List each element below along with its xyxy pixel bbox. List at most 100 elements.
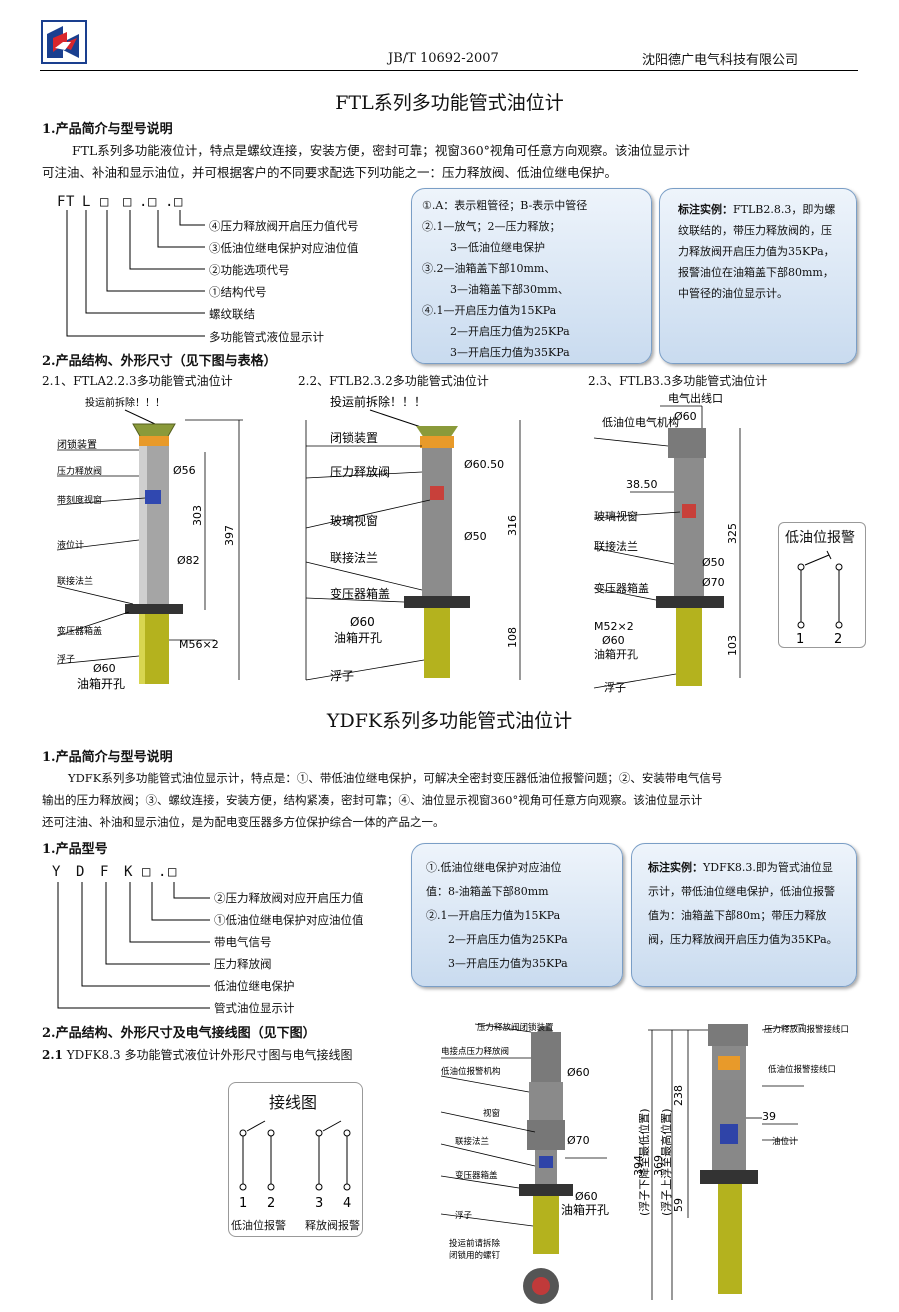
ydfk-sub1: 2.1 YDFK8.3 多功能管式液位计外形尺寸图与电气接线图: [42, 1048, 353, 1062]
ftl-code-2: T: [66, 194, 75, 210]
ftl-legend-3: ③低油位继电保护对应油位值: [209, 241, 359, 255]
ftl-legend-1: ①结构代号: [209, 285, 267, 299]
low-oil-alarm-diagram: 低油位报警 1 2: [778, 522, 866, 648]
svg-text:低油位报警机构: 低油位报警机构: [441, 1066, 501, 1077]
header-rule: [40, 70, 858, 71]
ftl-section2: 2.产品结构、外形尺寸（见下图与表格）: [42, 354, 277, 369]
ftl-title: FTL系列多功能管式油位计: [335, 92, 564, 114]
svg-text:油箱开孔: 油箱开孔: [594, 647, 638, 661]
svg-text:Ø50: Ø50: [464, 530, 487, 543]
svg-text:303: 303: [191, 505, 204, 526]
ftl-example-box: 标注实例：FTLB2.8.3，即为螺纹联结的，带压力释放阀的，压力释放阀开启压力…: [659, 188, 857, 364]
ydfk-intro-2: 输出的压力释放阀；③、螺纹连接，安装方便，结构紧凑，密封可靠；④、油位显示视窗3…: [42, 793, 703, 807]
wiring-left-label: 低油位报警: [231, 1219, 286, 1232]
svg-text:Ø56: Ø56: [173, 464, 196, 477]
wiring-right-label: 释放阀报警: [305, 1219, 360, 1232]
ftl-intro-1: FTL系列多功能液位计，特点是螺纹连接，安装方便，密封可靠；视窗360°视角可任…: [72, 143, 690, 158]
svg-text:油箱开孔: 油箱开孔: [334, 630, 382, 645]
svg-text:2: 2: [834, 632, 842, 647]
ydfk-title: YDFK系列多功能管式油位计: [326, 710, 573, 732]
svg-text:闭锁用的螺钉: 闭锁用的螺钉: [449, 1250, 501, 1261]
svg-text:变压器箱盖: 变压器箱盖: [455, 1170, 498, 1181]
svg-text:压力释放阀闭锁装置: 压力释放阀闭锁装置: [477, 1022, 554, 1033]
ydfk-intro-1: YDFK系列多功能管式油位显示计，特点是：①、带低油位继电保护，可解决全密封变压…: [68, 771, 723, 785]
ftl-drawing-1: 投运前拆除！！！ 闭锁装置 压力释放阀 带刻度视窗 液位计 联接法兰 变压器箱盖…: [56, 396, 243, 691]
svg-text:103: 103: [726, 635, 739, 656]
ydfk-code-6: .: [158, 864, 167, 880]
ftl-code-9: □: [174, 194, 183, 210]
svg-text:Ø60.50: Ø60.50: [464, 458, 504, 471]
svg-text:投运前拆除！！！: 投运前拆除！！！: [85, 396, 165, 409]
svg-text:Ø60: Ø60: [567, 1066, 590, 1079]
ydfk-drawing-5: 压力释放阀报警接线口 低油位报警接线口 油位计 394 (浮子下降至最低位置) …: [632, 1023, 849, 1300]
ydfk-example-box: 标注实例：YDFK8.3.即为管式油位显示计，带低油位继电保护，低油位报警值为：…: [631, 843, 857, 987]
ydfk-note-box: ①.低油位继电保护对应油位 值：8-油箱盖下部80mm ②.1—开启压力值为15…: [411, 843, 623, 987]
ftl-code-5: □: [123, 194, 132, 210]
svg-text:394: 394: [632, 1155, 645, 1176]
svg-text:38.50: 38.50: [626, 478, 658, 491]
svg-text:2: 2: [267, 1196, 275, 1211]
svg-text:压力释放阀: 压力释放阀: [57, 465, 102, 477]
svg-text:电接点压力释放阀: 电接点压力释放阀: [441, 1046, 509, 1057]
svg-text:闭锁装置: 闭锁装置: [57, 438, 97, 451]
svg-text:变压器箱盖: 变压器箱盖: [330, 586, 390, 601]
ftl-code-4: □: [100, 194, 109, 210]
svg-text:视窗: 视窗: [483, 1108, 500, 1119]
svg-text:变压器箱盖: 变压器箱盖: [594, 581, 649, 595]
svg-text:投运前拆除！！！: 投运前拆除！！！: [330, 394, 426, 409]
ydfk-code-2: D: [76, 864, 85, 880]
standard-number: JB/T 10692-2007: [388, 51, 499, 66]
svg-text:压力释放阀报警接线口: 压力释放阀报警接线口: [764, 1024, 849, 1035]
svg-text:联接法兰: 联接法兰: [57, 575, 93, 587]
svg-text:Ø60: Ø60: [602, 634, 625, 647]
svg-text:Ø70: Ø70: [702, 576, 725, 589]
ydfk-legend-relay: 低油位继电保护: [214, 979, 295, 993]
svg-text:浮子: 浮子: [604, 681, 626, 693]
ftl-legend-2: ②功能选项代号: [209, 263, 290, 277]
svg-text:油箱开孔: 油箱开孔: [77, 676, 125, 691]
wiring-diagram: 接线图 1 2 3 4 低油位报警 释放阀报警: [228, 1082, 363, 1237]
svg-text:变压器箱盖: 变压器箱盖: [57, 625, 102, 637]
svg-text:(浮子下降至最低位置): (浮子下降至最低位置): [637, 1108, 651, 1216]
svg-text:M52×2: M52×2: [594, 620, 634, 633]
logo-icon: [41, 20, 87, 64]
company-name: 沈阳德广电气科技有限公司: [642, 53, 799, 68]
ftl-intro-2: 可注油、补油和显示油位，并可根据客户的不同要求配选下列功能之一：压力释放阀、低油…: [42, 165, 618, 180]
svg-text:3: 3: [315, 1196, 323, 1211]
svg-text:电气出线口: 电气出线口: [668, 391, 723, 405]
ftl-drawing-2: 投运前拆除！！！ 闭锁装置 压力释放阀 玻璃视窗 联接法兰 变压器箱盖 浮子 Ø…: [305, 394, 521, 683]
svg-text:浮子: 浮子: [330, 669, 354, 683]
ydfk-legend-valve: 压力释放阀: [214, 957, 272, 971]
ydfk-legend-1: ①低油位继电保护对应油位值: [214, 913, 364, 927]
svg-text:4: 4: [343, 1196, 351, 1211]
svg-text:浮子: 浮子: [455, 1210, 473, 1221]
ydfk-code-4: K: [124, 864, 133, 880]
svg-text:玻璃视窗: 玻璃视窗: [330, 513, 378, 528]
ftl-code-8: .: [165, 194, 174, 210]
ydfk-drawing-4: 压力释放阀闭锁装置 电接点压力释放阀 低油位报警机构 视窗 联接法兰 变压器箱盖…: [440, 1022, 609, 1304]
svg-text:1: 1: [796, 632, 804, 647]
svg-text:联接法兰: 联接法兰: [594, 539, 638, 553]
low-oil-alarm-title: 低油位报警: [785, 530, 855, 546]
ydfk-code-3: F: [100, 864, 109, 880]
svg-text:油位计: 油位计: [772, 1136, 798, 1147]
svg-text:闭锁装置: 闭锁装置: [330, 430, 378, 445]
ftl-code-6: .: [139, 194, 148, 210]
ftl-section1: 1.产品简介与型号说明: [42, 122, 173, 137]
svg-text:397: 397: [223, 525, 236, 546]
svg-text:低油位报警接线口: 低油位报警接线口: [768, 1064, 836, 1075]
ftl-sub1: 2.1、FTLA2.2.3多功能管式油位计: [42, 374, 233, 388]
svg-text:Ø82: Ø82: [177, 554, 200, 567]
ydfk-section2: 2.产品结构、外形尺寸及电气接线图（见下图）: [42, 1026, 316, 1041]
wiring-title: 接线图: [269, 1093, 318, 1112]
ftl-legend-thread: 螺纹联结: [209, 307, 255, 321]
ydfk-intro-3: 还可注油、补油和显示油位，是为配电变压器多方位保护综合一体的产品之一。: [42, 815, 445, 829]
ftl-legend-4: ④压力释放阀开启压力值代号: [209, 219, 359, 233]
svg-text:325: 325: [726, 523, 739, 544]
ftl-sub2: 2.2、FTLB2.3.2多功能管式油位计: [298, 374, 489, 388]
svg-text:Ø50: Ø50: [702, 556, 725, 569]
ftl-sub3: 2.3、FTLB3.3多功能管式油位计: [588, 374, 768, 388]
svg-text:1: 1: [239, 1196, 247, 1211]
ftl-code-3: L: [82, 194, 91, 210]
ydfk-legend-2: ②压力释放阀对应开启压力值: [214, 891, 364, 905]
